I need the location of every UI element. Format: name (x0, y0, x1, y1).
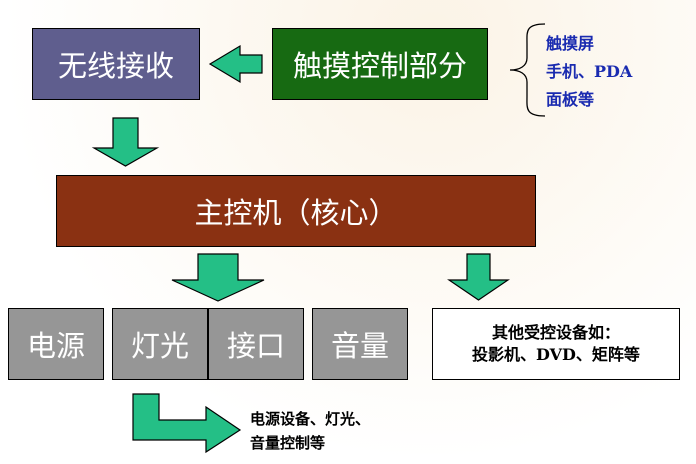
device-label: 电源 (26, 329, 85, 363)
other-devices-line2: 投影机、DVD、矩阵等 (472, 345, 640, 364)
device-box-power: 电源 (8, 308, 104, 380)
device-box-interface: 接口 (208, 308, 304, 380)
arrow-bent-to-notes (132, 393, 242, 454)
device-box-lighting: 灯光 (112, 308, 208, 380)
note-line1: 电源设备、灯光、 (250, 410, 371, 428)
arrow-wireless-to-host (91, 117, 160, 167)
device-box-volume: 音量 (312, 308, 408, 380)
touch-device-item: 触摸屏 (546, 34, 595, 53)
device-label: 接口 (226, 329, 285, 363)
curly-brace (509, 23, 546, 117)
device-label: 灯光 (130, 329, 189, 363)
host-controller-label: 主控机（核心） (194, 196, 398, 230)
wireless-receiver-label: 无线接收 (57, 49, 174, 83)
touch-device-item: 手机、PDA (546, 62, 633, 81)
note-line2: 音量控制等 (250, 434, 326, 452)
host-controller-box: 主控机（核心） (56, 175, 536, 247)
arrow-touch-to-wireless (208, 44, 263, 84)
touch-device-item: 面板等 (546, 90, 595, 109)
arrow-host-to-other (447, 253, 510, 301)
arrow-host-to-devices (171, 253, 265, 302)
touch-control-label: 触摸控制部分 (292, 49, 467, 83)
wireless-receiver-box: 无线接收 (32, 28, 200, 100)
other-devices-box: 其他受控设备如： 投影机、DVD、矩阵等 (432, 308, 680, 380)
device-label: 音量 (330, 329, 389, 363)
touch-control-box: 触摸控制部分 (272, 28, 488, 100)
other-devices-line1: 其他受控设备如： (491, 323, 620, 342)
